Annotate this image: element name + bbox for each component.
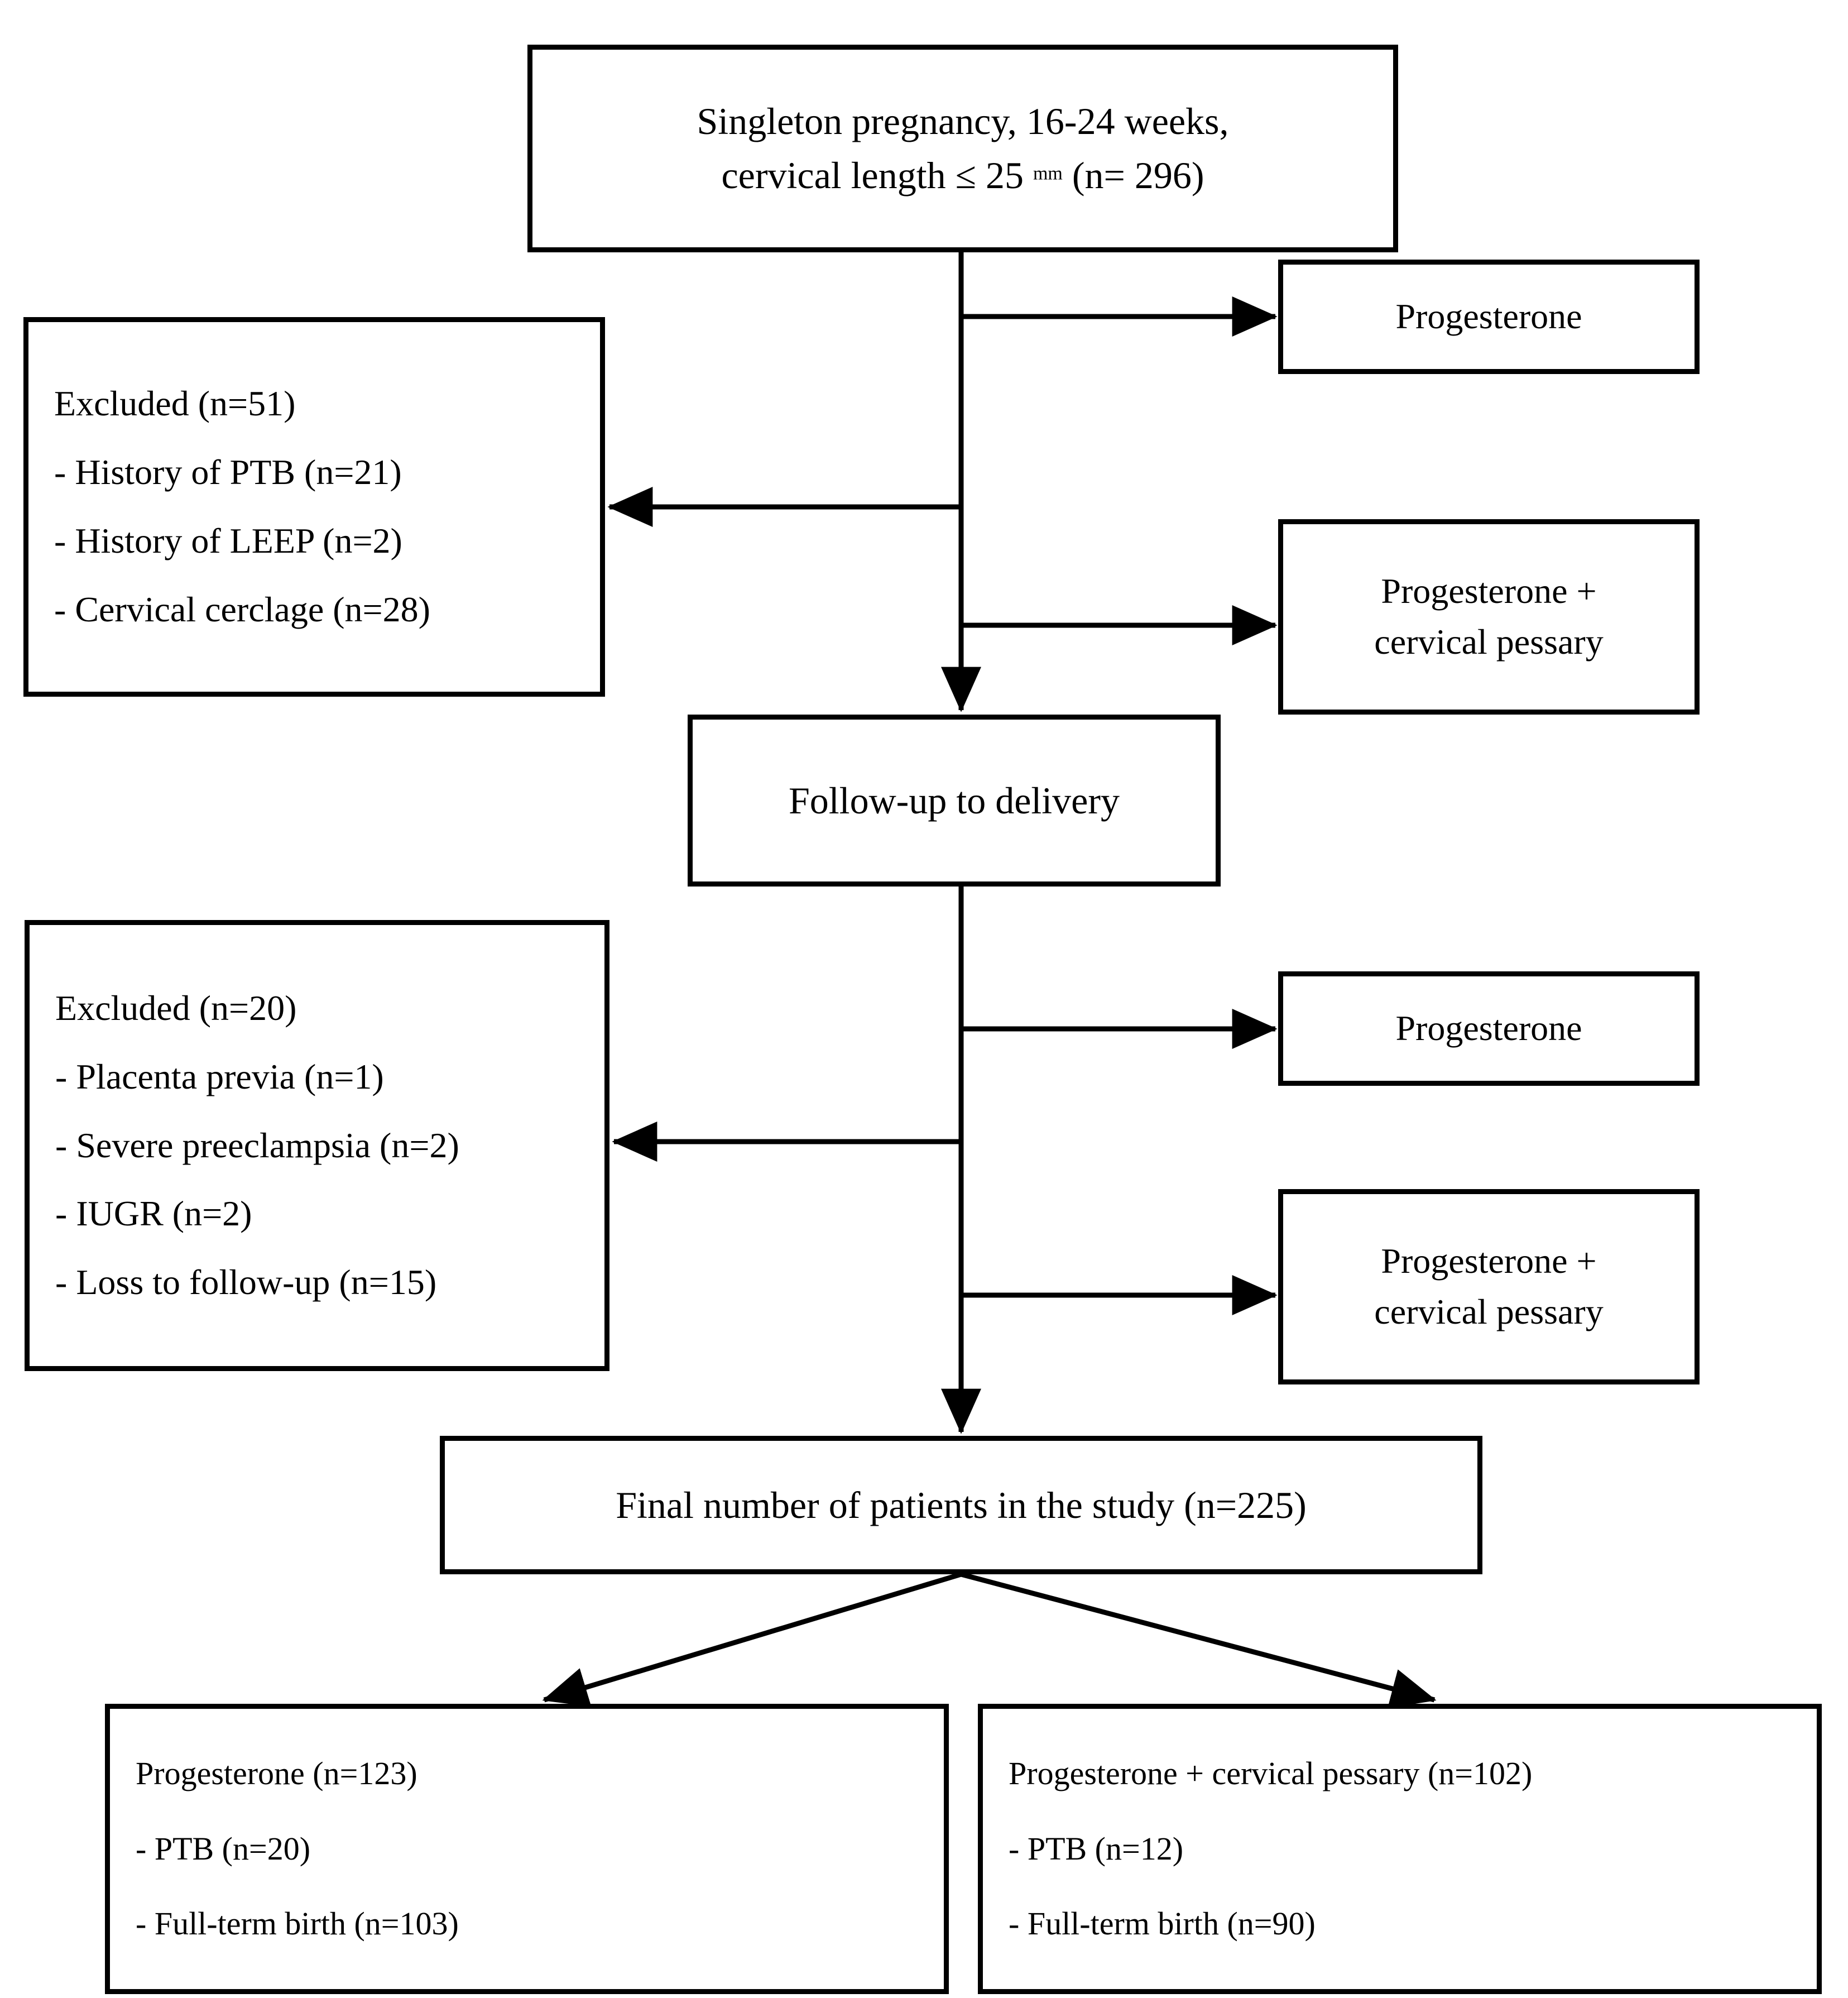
outcome-left-heading: Progesterone (n=123) — [136, 1755, 417, 1792]
final-label: Final number of patients in the study (n… — [616, 1483, 1307, 1526]
treatment-progesterone-2-label: Progesterone — [1395, 1008, 1582, 1048]
outcome-right-item-0: - PTB (n=12) — [1009, 1830, 1184, 1867]
enrollment-unit-mm: mm — [1033, 163, 1063, 184]
treatment-progesterone-1-label: Progesterone — [1395, 296, 1582, 337]
followup-label: Follow-up to delivery — [788, 779, 1120, 822]
excluded-1-item-1: - History of LEEP (n=2) — [54, 521, 402, 560]
outcome-left-item-0: - PTB (n=20) — [136, 1830, 311, 1867]
excluded-2-item-1: - Severe preeclampsia (n=2) — [55, 1125, 459, 1165]
node-final-study-population: Final number of patients in the study (n… — [440, 1436, 1482, 1574]
outcome-left-item-1: - Full-term birth (n=103) — [136, 1905, 459, 1942]
node-outcome-progesterone: Progesterone (n=123) - PTB (n=20) - Full… — [105, 1704, 949, 1994]
node-excluded-2: Excluded (n=20) - Placenta previa (n=1) … — [25, 920, 609, 1371]
treatment-pessary-1-line-2: cervical pessary — [1374, 622, 1604, 662]
treatment-pessary-2-line-2: cervical pessary — [1374, 1292, 1604, 1331]
treatment-pessary-1-line-1: Progesterone + — [1381, 571, 1597, 611]
outcome-right-heading: Progesterone + cervical pessary (n=102) — [1009, 1755, 1533, 1792]
enrollment-line-2: cervical length ≤ 25 mm (n= 296) — [722, 148, 1204, 203]
enrollment-line-1: Singleton pregnancy, 16-24 weeks, — [697, 100, 1229, 143]
connector-final-to-outcome-left — [542, 1571, 962, 1707]
excluded-1-item-2: - Cervical cerclage (n=28) — [54, 589, 430, 629]
excluded-1-item-0: - History of PTB (n=21) — [54, 452, 402, 492]
node-followup: Follow-up to delivery — [688, 715, 1221, 887]
outcome-right-item-1: - Full-term birth (n=90) — [1009, 1905, 1316, 1942]
node-treatment-pessary-1: Progesterone + cervical pessary — [1278, 519, 1700, 715]
node-outcome-progesterone-pessary: Progesterone + cervical pessary (n=102) … — [978, 1704, 1822, 1994]
node-treatment-pessary-2: Progesterone + cervical pessary — [1278, 1189, 1700, 1384]
enrollment-line-2-prefix: cervical length ≤ 25 — [721, 154, 1033, 197]
node-treatment-progesterone-1: Progesterone — [1278, 260, 1700, 374]
node-excluded-1: Excluded (n=51) - History of PTB (n=21) … — [23, 317, 605, 697]
treatment-pessary-2-line-1: Progesterone + — [1381, 1241, 1597, 1281]
excluded-2-item-3: - Loss to follow-up (n=15) — [55, 1262, 437, 1302]
excluded-2-item-2: - IUGR (n=2) — [55, 1194, 252, 1234]
excluded-2-item-0: - Placenta previa (n=1) — [55, 1056, 384, 1096]
node-treatment-progesterone-2: Progesterone — [1278, 971, 1700, 1086]
excluded-1-heading: Excluded (n=51) — [54, 384, 296, 424]
node-enrollment: Singleton pregnancy, 16-24 weeks, cervic… — [527, 45, 1398, 252]
enrollment-line-2-suffix: (n= 296) — [1062, 154, 1204, 197]
connector-final-to-outcome-right — [960, 1571, 1437, 1708]
excluded-2-heading: Excluded (n=20) — [55, 988, 297, 1028]
